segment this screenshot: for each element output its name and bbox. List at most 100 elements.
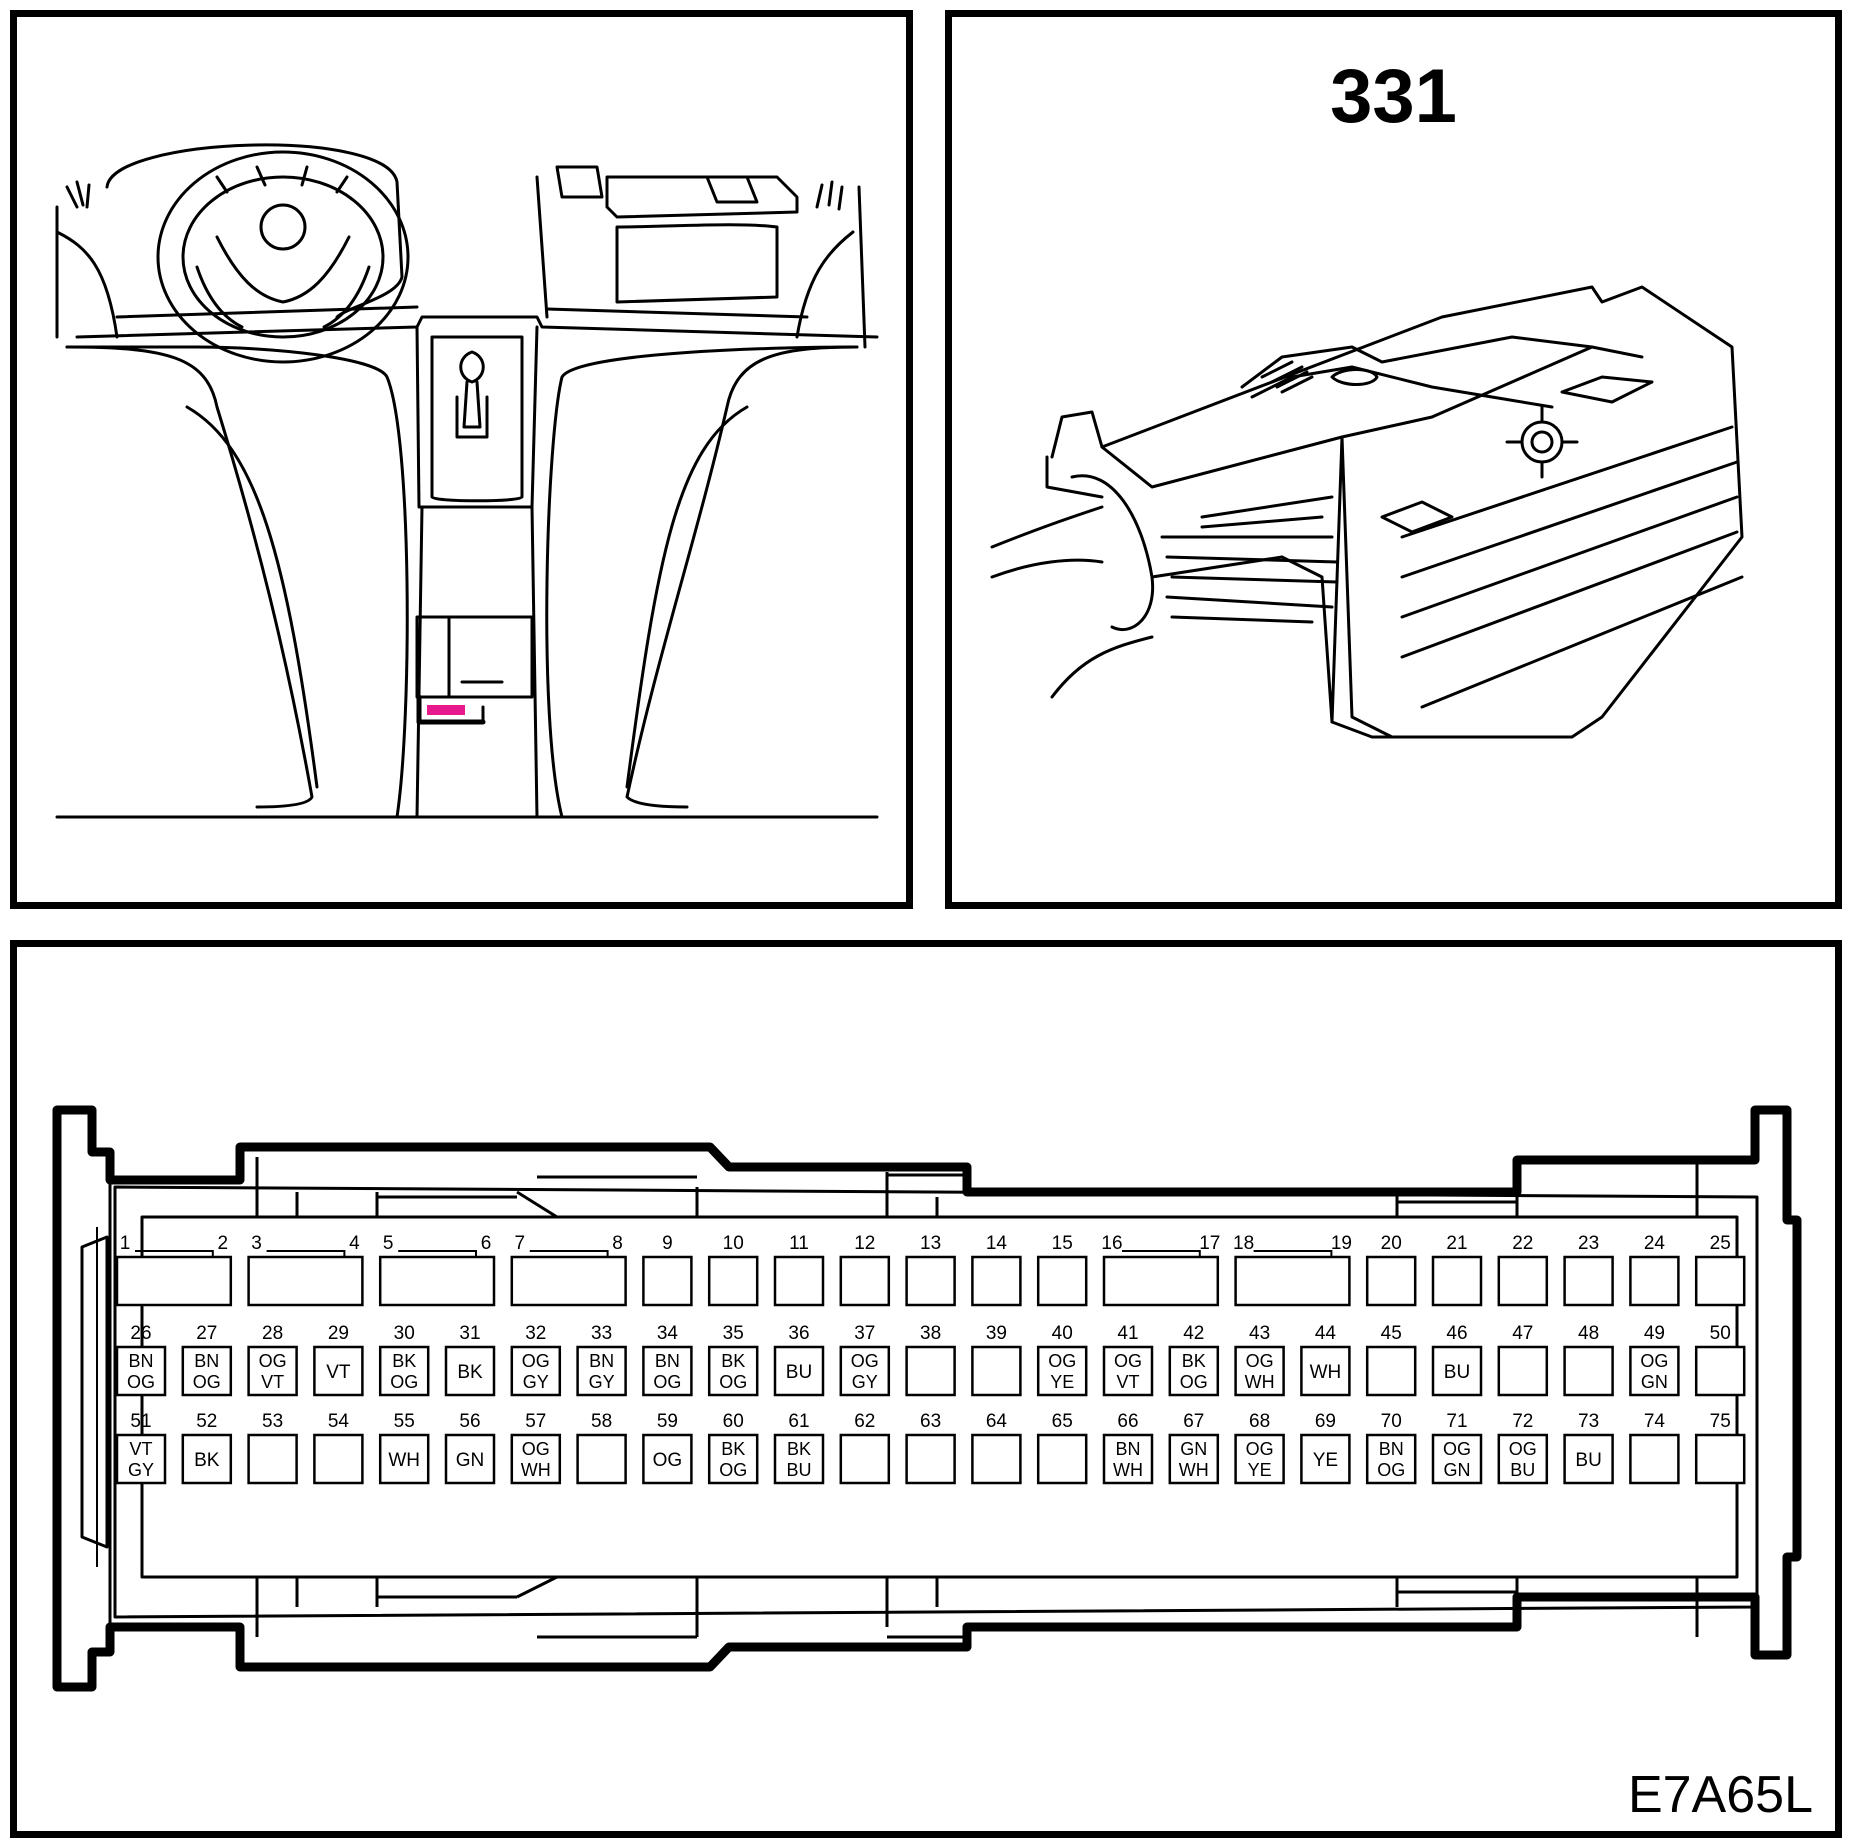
wire-color-36: BU <box>786 1362 812 1383</box>
wire-color-41-secondary: VT <box>1116 1372 1139 1392</box>
pin-number-3: 3 <box>251 1233 262 1254</box>
wire-color-46: BU <box>1444 1362 1470 1383</box>
wire-color-42-primary: BK <box>1182 1351 1206 1371</box>
pin-number-6: 6 <box>481 1233 492 1254</box>
pin-number-56: 56 <box>459 1411 480 1432</box>
wire-color-51-secondary: GY <box>128 1460 154 1480</box>
pin-number-14: 14 <box>986 1233 1008 1254</box>
pin-number-61: 61 <box>788 1411 809 1432</box>
pin-cavity-75 <box>1694 1433 1746 1485</box>
wire-color-27-secondary: OG <box>193 1372 221 1392</box>
pin-cavity-20 <box>1365 1255 1417 1307</box>
wire-color-66-secondary: WH <box>1113 1460 1143 1480</box>
cavity-bridge <box>529 1250 609 1257</box>
pin-number-39: 39 <box>986 1323 1007 1344</box>
wire-color-43-primary: OG <box>1246 1351 1274 1371</box>
wire-color-61-secondary: BU <box>786 1460 811 1480</box>
pin-cavity-43 <box>1234 1345 1285 1397</box>
pin-number-49: 49 <box>1644 1323 1665 1344</box>
pin-number-22: 22 <box>1512 1233 1533 1254</box>
wire-color-34-secondary: OG <box>653 1372 681 1392</box>
pin-cavity-73 <box>1563 1433 1614 1485</box>
wire-color-35-primary: BK <box>721 1351 745 1371</box>
pin-cavity-14 <box>971 1255 1022 1307</box>
pin-cavity-42 <box>1168 1345 1220 1397</box>
pin-cavity-51 <box>115 1433 167 1485</box>
wire-color-72-primary: OG <box>1509 1439 1537 1459</box>
pin-number-46: 46 <box>1446 1323 1467 1344</box>
pin-number-67: 67 <box>1183 1411 1204 1432</box>
wire-color-70-secondary: OG <box>1377 1460 1405 1480</box>
wire-color-57-secondary: WH <box>521 1460 551 1480</box>
pin-cavity-35 <box>707 1345 759 1397</box>
pin-cavity-44 <box>1300 1345 1351 1397</box>
pin-number-68: 68 <box>1249 1411 1270 1432</box>
wire-color-69: YE <box>1313 1450 1338 1471</box>
wire-color-61-primary: BK <box>787 1439 811 1459</box>
pin-number-36: 36 <box>788 1323 809 1344</box>
pin-number-11: 11 <box>789 1233 809 1254</box>
pin-cavity-15 <box>1036 1255 1088 1307</box>
pin-number-63: 63 <box>920 1411 941 1432</box>
pin-number-33: 33 <box>591 1323 612 1344</box>
pin-number-19: 19 <box>1331 1233 1352 1254</box>
pin-number-28: 28 <box>262 1323 283 1344</box>
pin-number-4: 4 <box>349 1233 360 1254</box>
pin-number-51: 51 <box>130 1411 151 1432</box>
wire-color-33-primary: BN <box>589 1351 614 1371</box>
wire-color-68-secondary: YE <box>1248 1460 1272 1480</box>
pin-number-2: 2 <box>218 1233 229 1254</box>
pin-cavity-47 <box>1497 1345 1549 1397</box>
pin-number-37: 37 <box>854 1323 875 1344</box>
pin-cavity-31 <box>444 1345 496 1397</box>
pin-cavity-55 <box>378 1433 430 1485</box>
pin-number-45: 45 <box>1381 1323 1402 1344</box>
pin-number-5: 5 <box>383 1233 394 1254</box>
figure-code: E7A65L <box>1627 1766 1813 1824</box>
wire-color-67-secondary: WH <box>1179 1460 1209 1480</box>
pin-number-54: 54 <box>328 1411 350 1432</box>
wire-color-29: VT <box>326 1362 351 1383</box>
pin-cavity-38 <box>905 1345 956 1397</box>
wire-color-51-primary: VT <box>129 1439 152 1459</box>
wire-color-26-primary: BN <box>128 1351 153 1371</box>
wire-color-52: BK <box>194 1450 220 1471</box>
wire-color-72-secondary: BU <box>1510 1460 1535 1480</box>
pin-cavity-50 <box>1694 1345 1746 1397</box>
pin-cavity-64 <box>971 1433 1022 1485</box>
pin-cavity-16 <box>1102 1255 1220 1307</box>
pin-number-69: 69 <box>1315 1411 1336 1432</box>
pin-cavity-30 <box>378 1345 430 1397</box>
pin-cavity-52 <box>181 1433 233 1485</box>
cavity-bridge <box>398 1250 477 1257</box>
cavity-bridge <box>1253 1250 1333 1257</box>
vehicle-interior-location-illustration <box>55 143 879 819</box>
pin-cavity-74 <box>1629 1433 1680 1485</box>
wire-color-30-secondary: OG <box>390 1372 418 1392</box>
pin-cavity-9 <box>642 1255 693 1307</box>
wire-color-34-primary: BN <box>655 1351 680 1371</box>
wire-color-43-secondary: WH <box>1245 1372 1275 1392</box>
pin-number-71: 71 <box>1446 1411 1467 1432</box>
pin-cavity-48 <box>1563 1345 1614 1397</box>
pin-number-65: 65 <box>1052 1411 1073 1432</box>
pin-number-23: 23 <box>1578 1233 1599 1254</box>
pin-cavity-54 <box>313 1433 364 1485</box>
pin-number-58: 58 <box>591 1411 612 1432</box>
pin-cavity-25 <box>1694 1255 1746 1307</box>
pin-number-9: 9 <box>662 1233 673 1254</box>
pin-number-55: 55 <box>394 1411 415 1432</box>
pin-number-42: 42 <box>1183 1323 1204 1344</box>
wire-color-71-secondary: GN <box>1444 1460 1471 1480</box>
pin-cavity-56 <box>444 1433 496 1485</box>
pin-cavity-49 <box>1629 1345 1680 1397</box>
pin-cavity-36 <box>773 1345 825 1397</box>
pin-cavity-32 <box>510 1345 562 1397</box>
wire-color-59: OG <box>653 1450 683 1471</box>
pin-cavity-7 <box>510 1255 627 1307</box>
pin-number-29: 29 <box>328 1323 349 1344</box>
wire-color-56: GN <box>456 1450 485 1471</box>
pin-cavity-69 <box>1300 1433 1351 1485</box>
pin-number-12: 12 <box>854 1233 875 1254</box>
